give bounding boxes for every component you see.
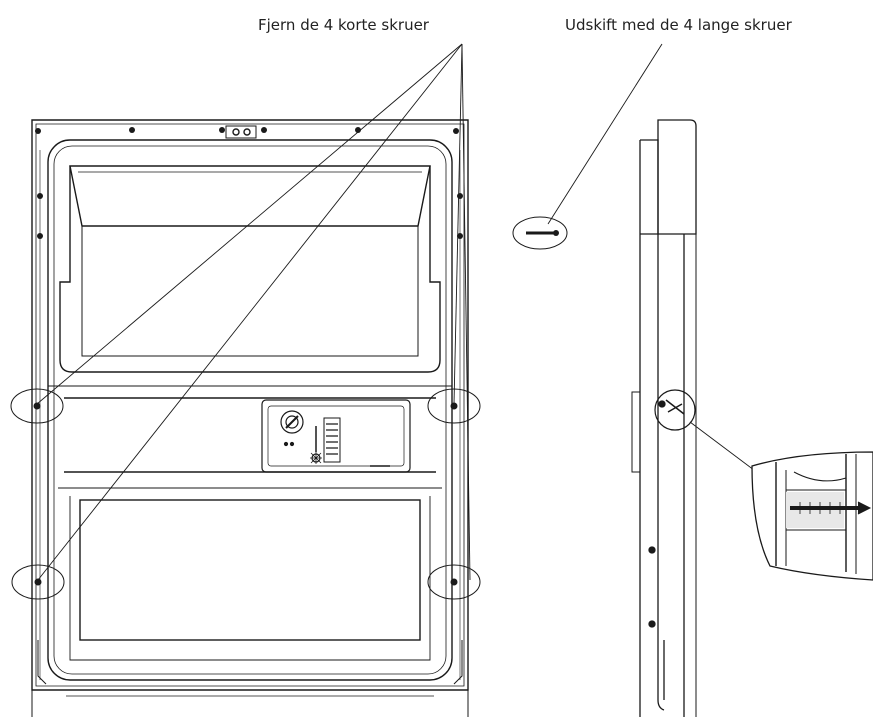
detergent-dispenser	[261, 399, 411, 473]
door-front-view	[31, 119, 469, 717]
replace-long-screws-label: Udskift med de 4 lange skruer	[565, 16, 793, 34]
short-screw-marks	[10, 388, 481, 600]
door-side-view	[631, 119, 697, 717]
remove-label-leaders	[36, 43, 471, 581]
short-screw-bottom-left	[11, 564, 65, 600]
long-screw-callout	[512, 43, 663, 250]
short-screw-top-left	[10, 388, 64, 424]
zoomed-screw-detail	[751, 451, 873, 581]
door-screw-holes	[35, 127, 463, 239]
replace-label-leader	[547, 43, 663, 225]
long-screw-ellipse	[512, 216, 568, 250]
short-screw-bottom-right	[427, 564, 481, 600]
remove-short-screws-label: Fjern de 4 korte skruer	[258, 16, 430, 34]
